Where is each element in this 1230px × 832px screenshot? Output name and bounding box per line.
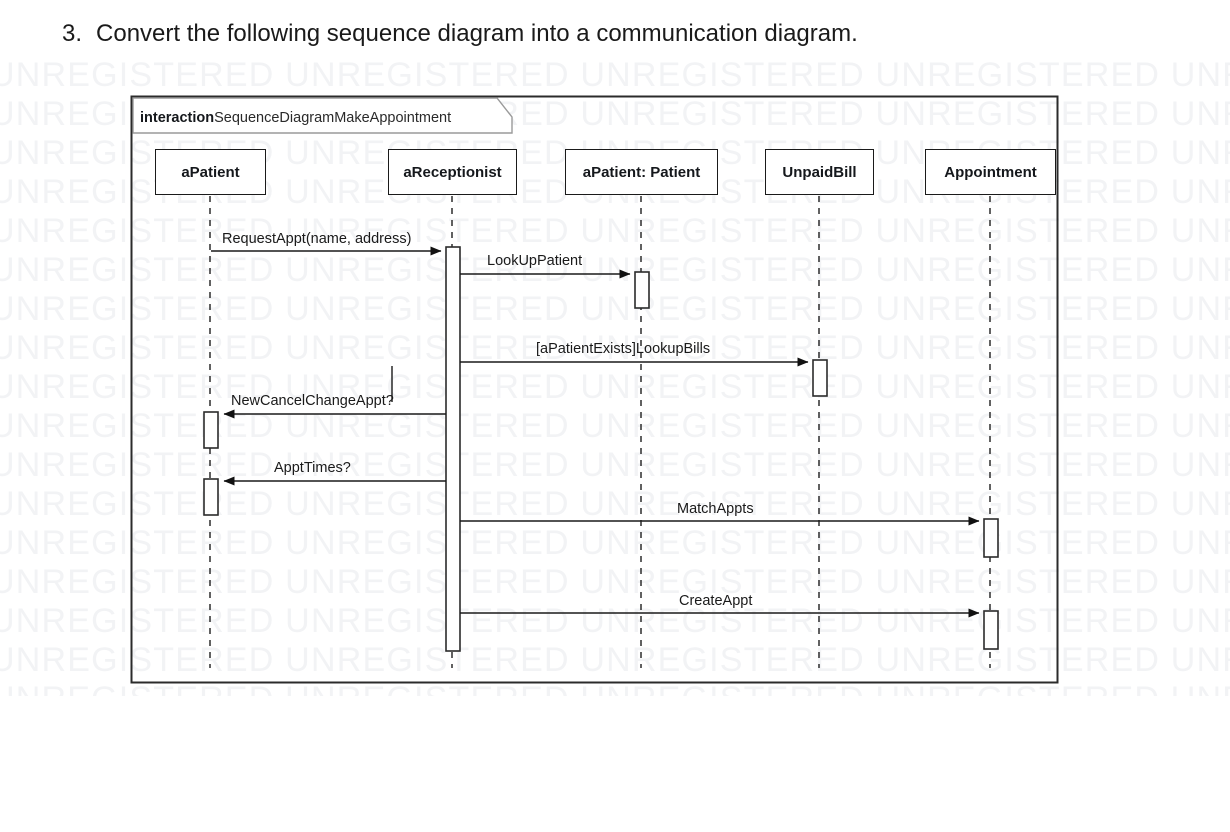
activation-bar xyxy=(445,246,461,652)
message-label-requestappt: RequestAppt(name, address) xyxy=(222,231,412,247)
lifeline-label: aReceptionist xyxy=(403,163,502,181)
lifeline-label: aPatient xyxy=(181,163,240,181)
lifeline-head-apatient[interactable]: aPatient xyxy=(155,149,266,195)
lifeline-label: Appointment xyxy=(944,163,1037,181)
activation-bar xyxy=(634,271,650,309)
message-label-createappt: CreateAppt xyxy=(679,593,753,609)
lifeline-label: aPatient: Patient xyxy=(582,163,701,181)
message-label-newcancelchangeappt: NewCancelChangeAppt? xyxy=(231,393,394,409)
question-number: 3. xyxy=(62,20,83,47)
lifeline-head-unpaidbill[interactable]: UnpaidBill xyxy=(765,149,874,195)
lifeline-label: UnpaidBill xyxy=(782,163,857,181)
activation-bars xyxy=(203,246,999,652)
frame-tab-name: SequenceDiagramMakeAppointment xyxy=(214,110,452,126)
message-arrows xyxy=(211,246,980,618)
message-label-matchappts: MatchAppts xyxy=(677,501,754,517)
lifeline-head-apatient-patient[interactable]: aPatient: Patient xyxy=(565,149,718,195)
activation-bar xyxy=(203,411,219,449)
lifeline-dashes xyxy=(209,196,991,668)
message-label-lookupbills: [aPatientExists]LookupBills xyxy=(536,341,711,357)
lifeline-head-areceptionist[interactable]: aReceptionist xyxy=(388,149,517,195)
message-label-lookuppatient: LookUpPatient xyxy=(487,253,583,269)
activation-bar xyxy=(983,610,999,650)
message-label-appttimes: ApptTimes? xyxy=(274,460,351,476)
question-text: Convert the following sequence diagram i… xyxy=(96,20,858,47)
activation-bar xyxy=(983,518,999,558)
lifeline-head-appointment[interactable]: Appointment xyxy=(925,149,1056,195)
question-block: 3. Convert the following sequence diagra… xyxy=(62,20,1122,48)
frame-tab-outline xyxy=(132,97,513,134)
diagram-frame xyxy=(130,95,1059,684)
activation-bar xyxy=(812,359,828,397)
activation-bar xyxy=(203,478,219,516)
frame-tab-keyword: interaction xyxy=(140,110,215,126)
